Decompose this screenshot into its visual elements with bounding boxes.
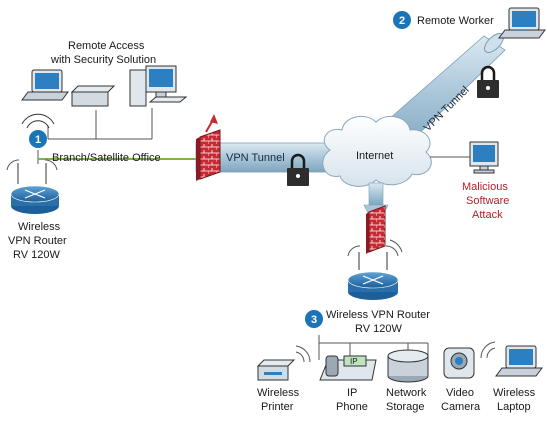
firewall-bottom-icon	[366, 205, 386, 254]
remote-worker-laptop-icon	[498, 7, 546, 39]
camera-label-1: Video	[446, 387, 474, 399]
ip-phone-icon: IP	[319, 355, 377, 381]
lock-icon-horizontal	[287, 153, 309, 186]
internet-label: Internet	[356, 150, 393, 162]
printer-label-1: Wireless	[257, 387, 300, 399]
wireless-laptop-icon	[480, 341, 543, 377]
bottom-router-label-2: RV 120W	[355, 323, 402, 335]
security-solution-label: with Security Solution	[50, 54, 156, 66]
branch-desktop-icon	[129, 65, 188, 107]
printer-label-2: Printer	[261, 401, 294, 413]
malicious-label-2: Software	[466, 195, 509, 207]
badge-1: 1	[21, 113, 55, 148]
badge-2: 2	[393, 11, 411, 29]
wireless-printer-icon	[256, 345, 311, 381]
bottom-router-label-1: Wireless VPN Router	[326, 309, 430, 321]
branch-lan-line	[37, 108, 196, 164]
badge-3-number: 3	[311, 314, 317, 326]
malicious-label-1: Malicious	[462, 181, 508, 193]
camera-label-2: Camera	[441, 401, 481, 413]
left-router-label-2: VPN Router	[8, 235, 67, 247]
laptop-label-2: Laptop	[497, 401, 531, 413]
storage-label-2: Storage	[386, 401, 425, 413]
vpn-tunnel-horizontal-label: VPN Tunnel	[226, 152, 285, 164]
laptop-label-1: Wireless	[493, 387, 536, 399]
phone-label-2: Phone	[336, 401, 368, 413]
badge-2-number: 2	[399, 15, 405, 27]
badge-3: 3	[305, 310, 323, 328]
malicious-pc-icon	[430, 141, 499, 174]
phone-label-1: IP	[347, 387, 357, 399]
bottom-router-icon	[347, 239, 403, 300]
remote-access-label: Remote Access	[68, 40, 145, 52]
left-router-icon	[6, 159, 60, 214]
ip-phone-screen-text: IP	[350, 357, 358, 366]
branch-modem-icon	[70, 85, 116, 107]
internet-cloud: Internet	[322, 115, 432, 187]
badge-1-number: 1	[35, 134, 41, 146]
left-router-label-1: Wireless	[18, 221, 61, 233]
firewall-left-icon	[196, 114, 221, 181]
left-router-label-3: RV 120W	[13, 249, 60, 261]
malicious-label-3: Attack	[472, 209, 503, 221]
vpn-tunnel-horizontal: VPN Tunnel	[195, 142, 337, 173]
storage-label-1: Network	[386, 387, 427, 399]
branch-office-label: Branch/Satellite Office	[52, 152, 161, 164]
network-storage-icon	[387, 349, 429, 383]
lock-icon-diagonal	[477, 65, 499, 98]
branch-laptop-icon	[21, 69, 69, 101]
remote-worker-label: Remote Worker	[417, 15, 494, 27]
video-camera-icon	[443, 347, 475, 379]
